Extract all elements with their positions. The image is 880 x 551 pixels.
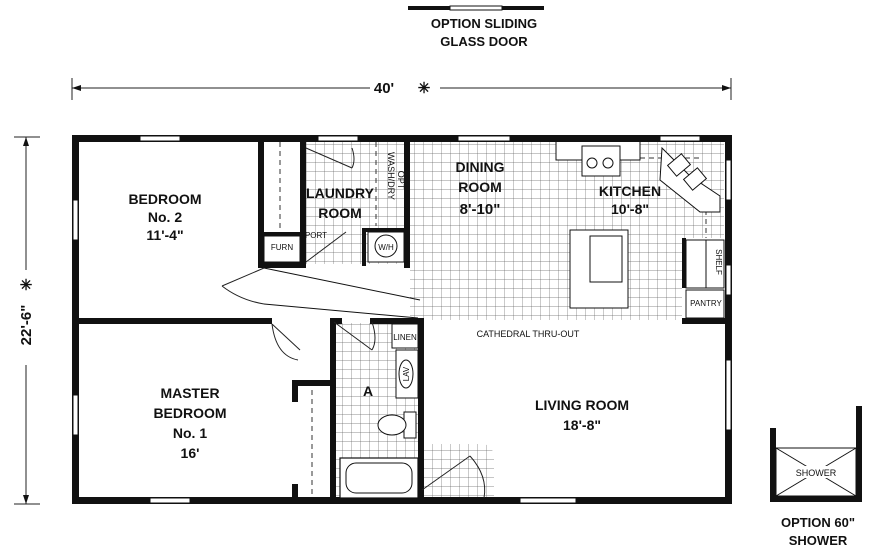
kitchen-label: KITCHEN 10'-8": [599, 183, 661, 217]
master-size: 16': [181, 445, 200, 461]
shelf: SHELF: [685, 239, 725, 289]
living-label: LIVING ROOM 18'-8": [535, 397, 629, 433]
port-label: PORT: [305, 231, 327, 240]
depth-dimension: ✳ 22'-6": [14, 136, 40, 505]
dining-room: ROOM: [458, 179, 502, 195]
water-heater: W/H: [367, 231, 405, 263]
shower-option-label-2: SHOWER: [789, 533, 848, 548]
sliding-door-label-1: OPTION SLIDING: [431, 16, 537, 31]
furn-label: FURN: [271, 243, 293, 252]
interior-walls: [72, 140, 732, 504]
laundry-room: ROOM: [318, 205, 362, 221]
linen-label: LINEN: [393, 333, 417, 342]
shower-option: SHOWER OPTION 60" SHOWER: [770, 406, 862, 548]
width-asterisk: ✳: [418, 80, 431, 97]
dining-name: DINING: [456, 159, 505, 175]
pantry: PANTRY: [685, 289, 725, 319]
sliding-door-label-2: GLASS DOOR: [440, 34, 528, 49]
cathedral-note: CATHEDRAL THRU-OUT: [477, 329, 580, 339]
kitchen-size: 10'-8": [611, 201, 649, 217]
master-bedroom: BEDROOM: [153, 405, 226, 421]
dining-label: DINING ROOM 8'-10": [456, 159, 505, 218]
lavatory: LAV: [395, 349, 419, 399]
lav-label: LAV: [402, 366, 411, 381]
furnace: FURN PORT: [263, 231, 327, 263]
living-size: 18'-8": [563, 417, 601, 433]
master-name: MASTER: [160, 385, 219, 401]
toilet: [377, 411, 417, 439]
bath-label: A: [363, 383, 373, 399]
living-name: LIVING ROOM: [535, 397, 629, 413]
master-label: MASTER BEDROOM No. 1 16': [153, 385, 226, 461]
bedroom2-size: 11'-4": [146, 227, 183, 243]
depth-value: 22'-6": [18, 305, 35, 346]
bedroom2-name: BEDROOM: [128, 191, 201, 207]
washdry-label-1: WASH/DRY: [386, 152, 396, 200]
linen-closet: LINEN: [391, 323, 419, 349]
shower-label: SHOWER: [796, 468, 837, 478]
bedroom2-number: No. 2: [148, 209, 182, 225]
depth-asterisk: ✳: [20, 277, 33, 294]
dining-size: 8'-10": [460, 201, 501, 218]
wh-label: W/H: [378, 243, 394, 252]
width-value: 40': [374, 80, 394, 97]
sliding-door-option: OPTION SLIDING GLASS DOOR: [408, 5, 544, 49]
shelf-label: SHELF: [714, 249, 723, 275]
master-number: No. 1: [173, 425, 207, 441]
kitchen-name: KITCHEN: [599, 183, 661, 199]
width-dimension: 40' ✳: [71, 78, 732, 100]
pantry-label: PANTRY: [690, 299, 722, 308]
washdry-label-2: OPT: [396, 171, 406, 190]
wash-dry-area: WASH/DRY OPT: [386, 152, 406, 200]
kitchen-counters: [555, 142, 721, 309]
laundry-label: LAUNDRY ROOM: [306, 185, 375, 221]
laundry-name: LAUNDRY: [306, 185, 375, 201]
bathtub: [339, 457, 419, 499]
door-swings: [221, 147, 486, 499]
shower-option-label-1: OPTION 60": [781, 515, 855, 530]
bedroom-2-label: BEDROOM No. 2 11'-4": [128, 191, 201, 243]
